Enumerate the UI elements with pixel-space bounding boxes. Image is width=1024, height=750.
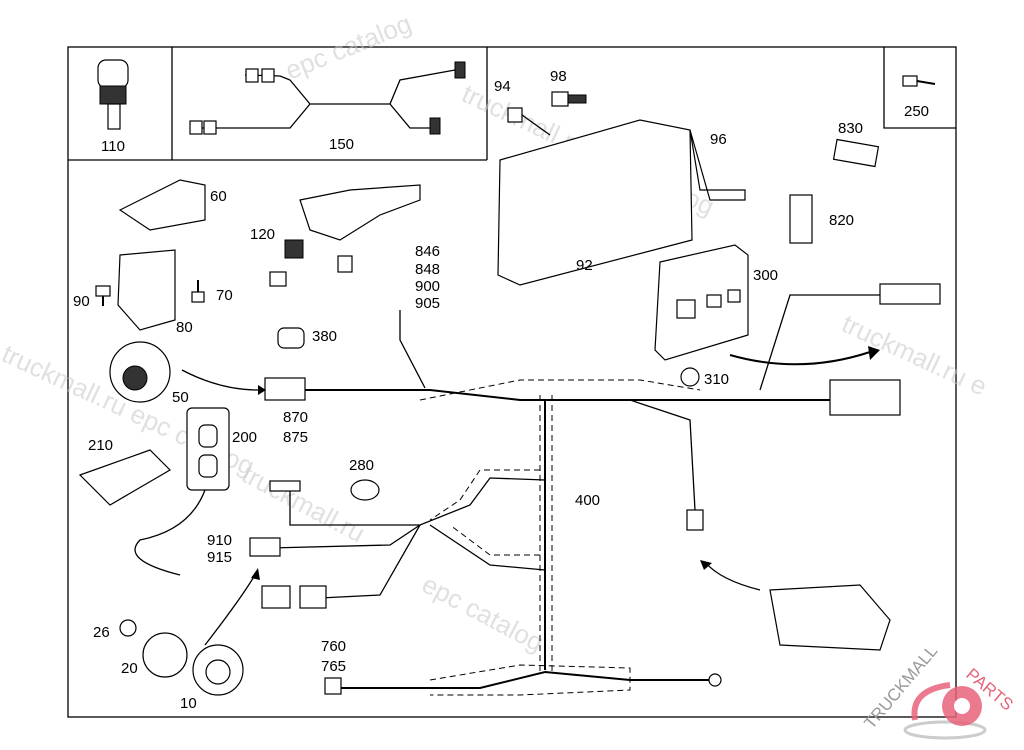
part-400-main-harness[interactable] [249, 283, 941, 696]
label-848: 848 [415, 261, 440, 278]
part-280-grommet[interactable] [350, 479, 380, 501]
logo-text: TRUCKMALL [861, 641, 942, 732]
part-150-harness[interactable] [189, 61, 466, 135]
label-120: 120 [250, 226, 275, 243]
label-20: 20 [121, 660, 138, 677]
part-labels: 110 150 250 60 94 98 96 830 820 120 846 … [73, 68, 929, 712]
label-760: 760 [321, 638, 346, 655]
label-94: 94 [494, 78, 511, 95]
label-380: 380 [312, 328, 337, 345]
label-905: 905 [415, 295, 440, 312]
label-400: 400 [575, 492, 600, 509]
part-300-control-unit[interactable] [654, 244, 749, 361]
part-92-mounting-plate[interactable] [497, 119, 746, 286]
label-846: 846 [415, 243, 440, 260]
watermark: epc catalog truckmall.ru epc catalog tru… [0, 8, 992, 658]
label-310: 310 [704, 371, 729, 388]
part-120-switch[interactable] [269, 184, 421, 287]
truckmallparts-logo: TRUCKMALL PARTS [861, 641, 1017, 740]
part-200-remote[interactable] [134, 407, 230, 576]
part-820-relay[interactable] [789, 194, 813, 244]
label-870: 870 [283, 409, 308, 426]
label-820: 820 [829, 212, 854, 229]
label-875: 875 [283, 429, 308, 446]
label-70: 70 [216, 287, 233, 304]
label-915: 915 [207, 549, 232, 566]
label-830: 830 [838, 120, 863, 137]
part-80-bracket[interactable] [117, 249, 176, 331]
part-10-sensor[interactable] [192, 644, 244, 696]
part-70-bolt[interactable] [191, 280, 205, 303]
watermark-text: epc catalog [417, 569, 549, 658]
part-26-washer[interactable] [119, 619, 137, 637]
fuse-box[interactable] [769, 584, 891, 651]
label-910: 910 [207, 532, 232, 549]
part-250-screw[interactable] [902, 75, 936, 87]
label-26: 26 [93, 624, 110, 641]
label-10: 10 [180, 695, 197, 712]
part-90-bolt[interactable] [95, 285, 111, 306]
label-80: 80 [176, 319, 193, 336]
part-94-bolt[interactable] [507, 107, 551, 136]
label-90: 90 [73, 293, 90, 310]
part-380-sleeve[interactable] [277, 327, 305, 349]
part-830-relay[interactable] [832, 138, 880, 168]
part-50-horn[interactable] [109, 341, 171, 403]
part-60-bracket[interactable] [118, 179, 206, 231]
label-110: 110 [101, 138, 125, 155]
label-765: 765 [321, 658, 346, 675]
label-98: 98 [550, 68, 567, 85]
label-280: 280 [349, 457, 374, 474]
label-210: 210 [88, 437, 113, 454]
label-150: 150 [329, 136, 354, 153]
part-310-nut[interactable] [680, 367, 700, 387]
label-50: 50 [172, 389, 189, 406]
label-60: 60 [210, 188, 227, 205]
part-110-ignition-switch[interactable] [97, 59, 129, 130]
label-92: 92 [576, 257, 593, 274]
arrows [181, 346, 880, 646]
label-96: 96 [710, 131, 727, 148]
label-200: 200 [232, 429, 257, 446]
diagram-frame [67, 46, 957, 718]
label-900: 900 [415, 278, 440, 295]
label-250: 250 [904, 103, 929, 120]
label-300: 300 [753, 267, 778, 284]
part-210-bracket[interactable] [78, 449, 171, 506]
part-20-cover[interactable] [142, 632, 188, 678]
part-98-bolt[interactable] [551, 91, 587, 107]
